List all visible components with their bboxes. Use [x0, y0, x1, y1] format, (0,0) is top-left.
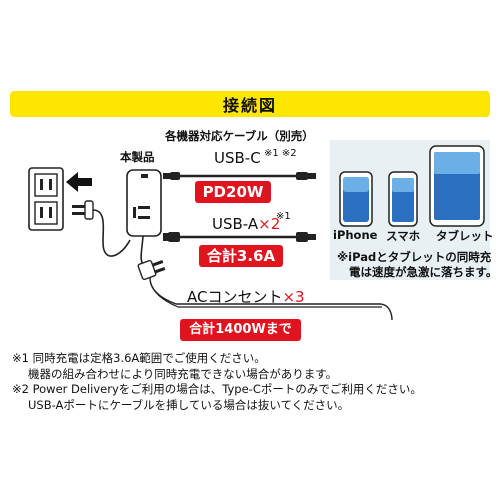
- usb-a-note-mark: ※1: [276, 211, 291, 222]
- smartphone-label: スマホ: [386, 229, 421, 243]
- compatible-cable-subtitle: 各機器対応ケーブル（別売）: [165, 129, 314, 143]
- footnote-1-line-2: 機器の組み合わせにより同時充電できない場合があります。: [28, 366, 338, 381]
- total-1400w-badge: 合計1400Wまで: [180, 319, 301, 341]
- ac-plug-icon: [137, 259, 166, 281]
- iphone-label: iPhone: [333, 228, 378, 242]
- ac-outlet-label: ACコンセント×3: [187, 286, 305, 307]
- iphone-device-icon: [339, 171, 373, 227]
- footnotes: ※1 同時充電は定格3.6A範囲でご使用ください。 機器の組み合わせにより同時充…: [12, 351, 422, 413]
- header-title: 接続図: [222, 96, 277, 115]
- plug-in-arrow-icon: [66, 172, 92, 192]
- ipad-tablet-warning: ※iPadとタブレットの同時充 電は速度が急激に落ちます。: [337, 250, 497, 280]
- usb-c-label: USB-C: [214, 149, 261, 167]
- usb-c-note-marks: ※1 ※2: [264, 148, 297, 159]
- usb-a-label-text: USB-A: [212, 215, 259, 233]
- warning-line-2: 電は速度が急激に落ちます。: [349, 265, 498, 279]
- wall-outlet-icon: [28, 167, 64, 231]
- product-plug-icon: [72, 200, 131, 257]
- pd-20w-badge: PD20W: [195, 181, 271, 203]
- usb-a-cable-icon: [163, 232, 316, 242]
- total-3-6a-badge: 合計3.6A: [199, 245, 283, 267]
- header-bar: 接続図: [10, 91, 490, 117]
- warning-line-1: ※iPadとタブレットの同時充: [337, 250, 492, 264]
- ac-outlet-label-text: ACコンセント: [187, 288, 283, 306]
- footnote-1-line-1: ※1 同時充電は定格3.6A範囲でご使用ください。: [12, 351, 266, 365]
- tablet-device-icon: [429, 145, 485, 227]
- tablet-label: タブレット: [436, 229, 494, 243]
- usb-a-label: USB-A×2: [212, 215, 280, 233]
- smartphone-device-icon: [388, 171, 418, 227]
- product-body-icon: [126, 169, 162, 237]
- usb-c-cable-icon: [163, 172, 316, 180]
- footnote-2-line-1: ※2 Power Deliveryをご利用の場合は、Type-Cポートのみでご利…: [12, 382, 422, 396]
- ac-outlet-multiplier: ×3: [282, 288, 305, 306]
- footnote-2-line-2: USB-Aポートにケーブルを挿している場合は抜いてください。: [28, 397, 350, 412]
- usb-a-multiplier: ×2: [258, 215, 281, 233]
- product-label: 本製品: [120, 150, 155, 164]
